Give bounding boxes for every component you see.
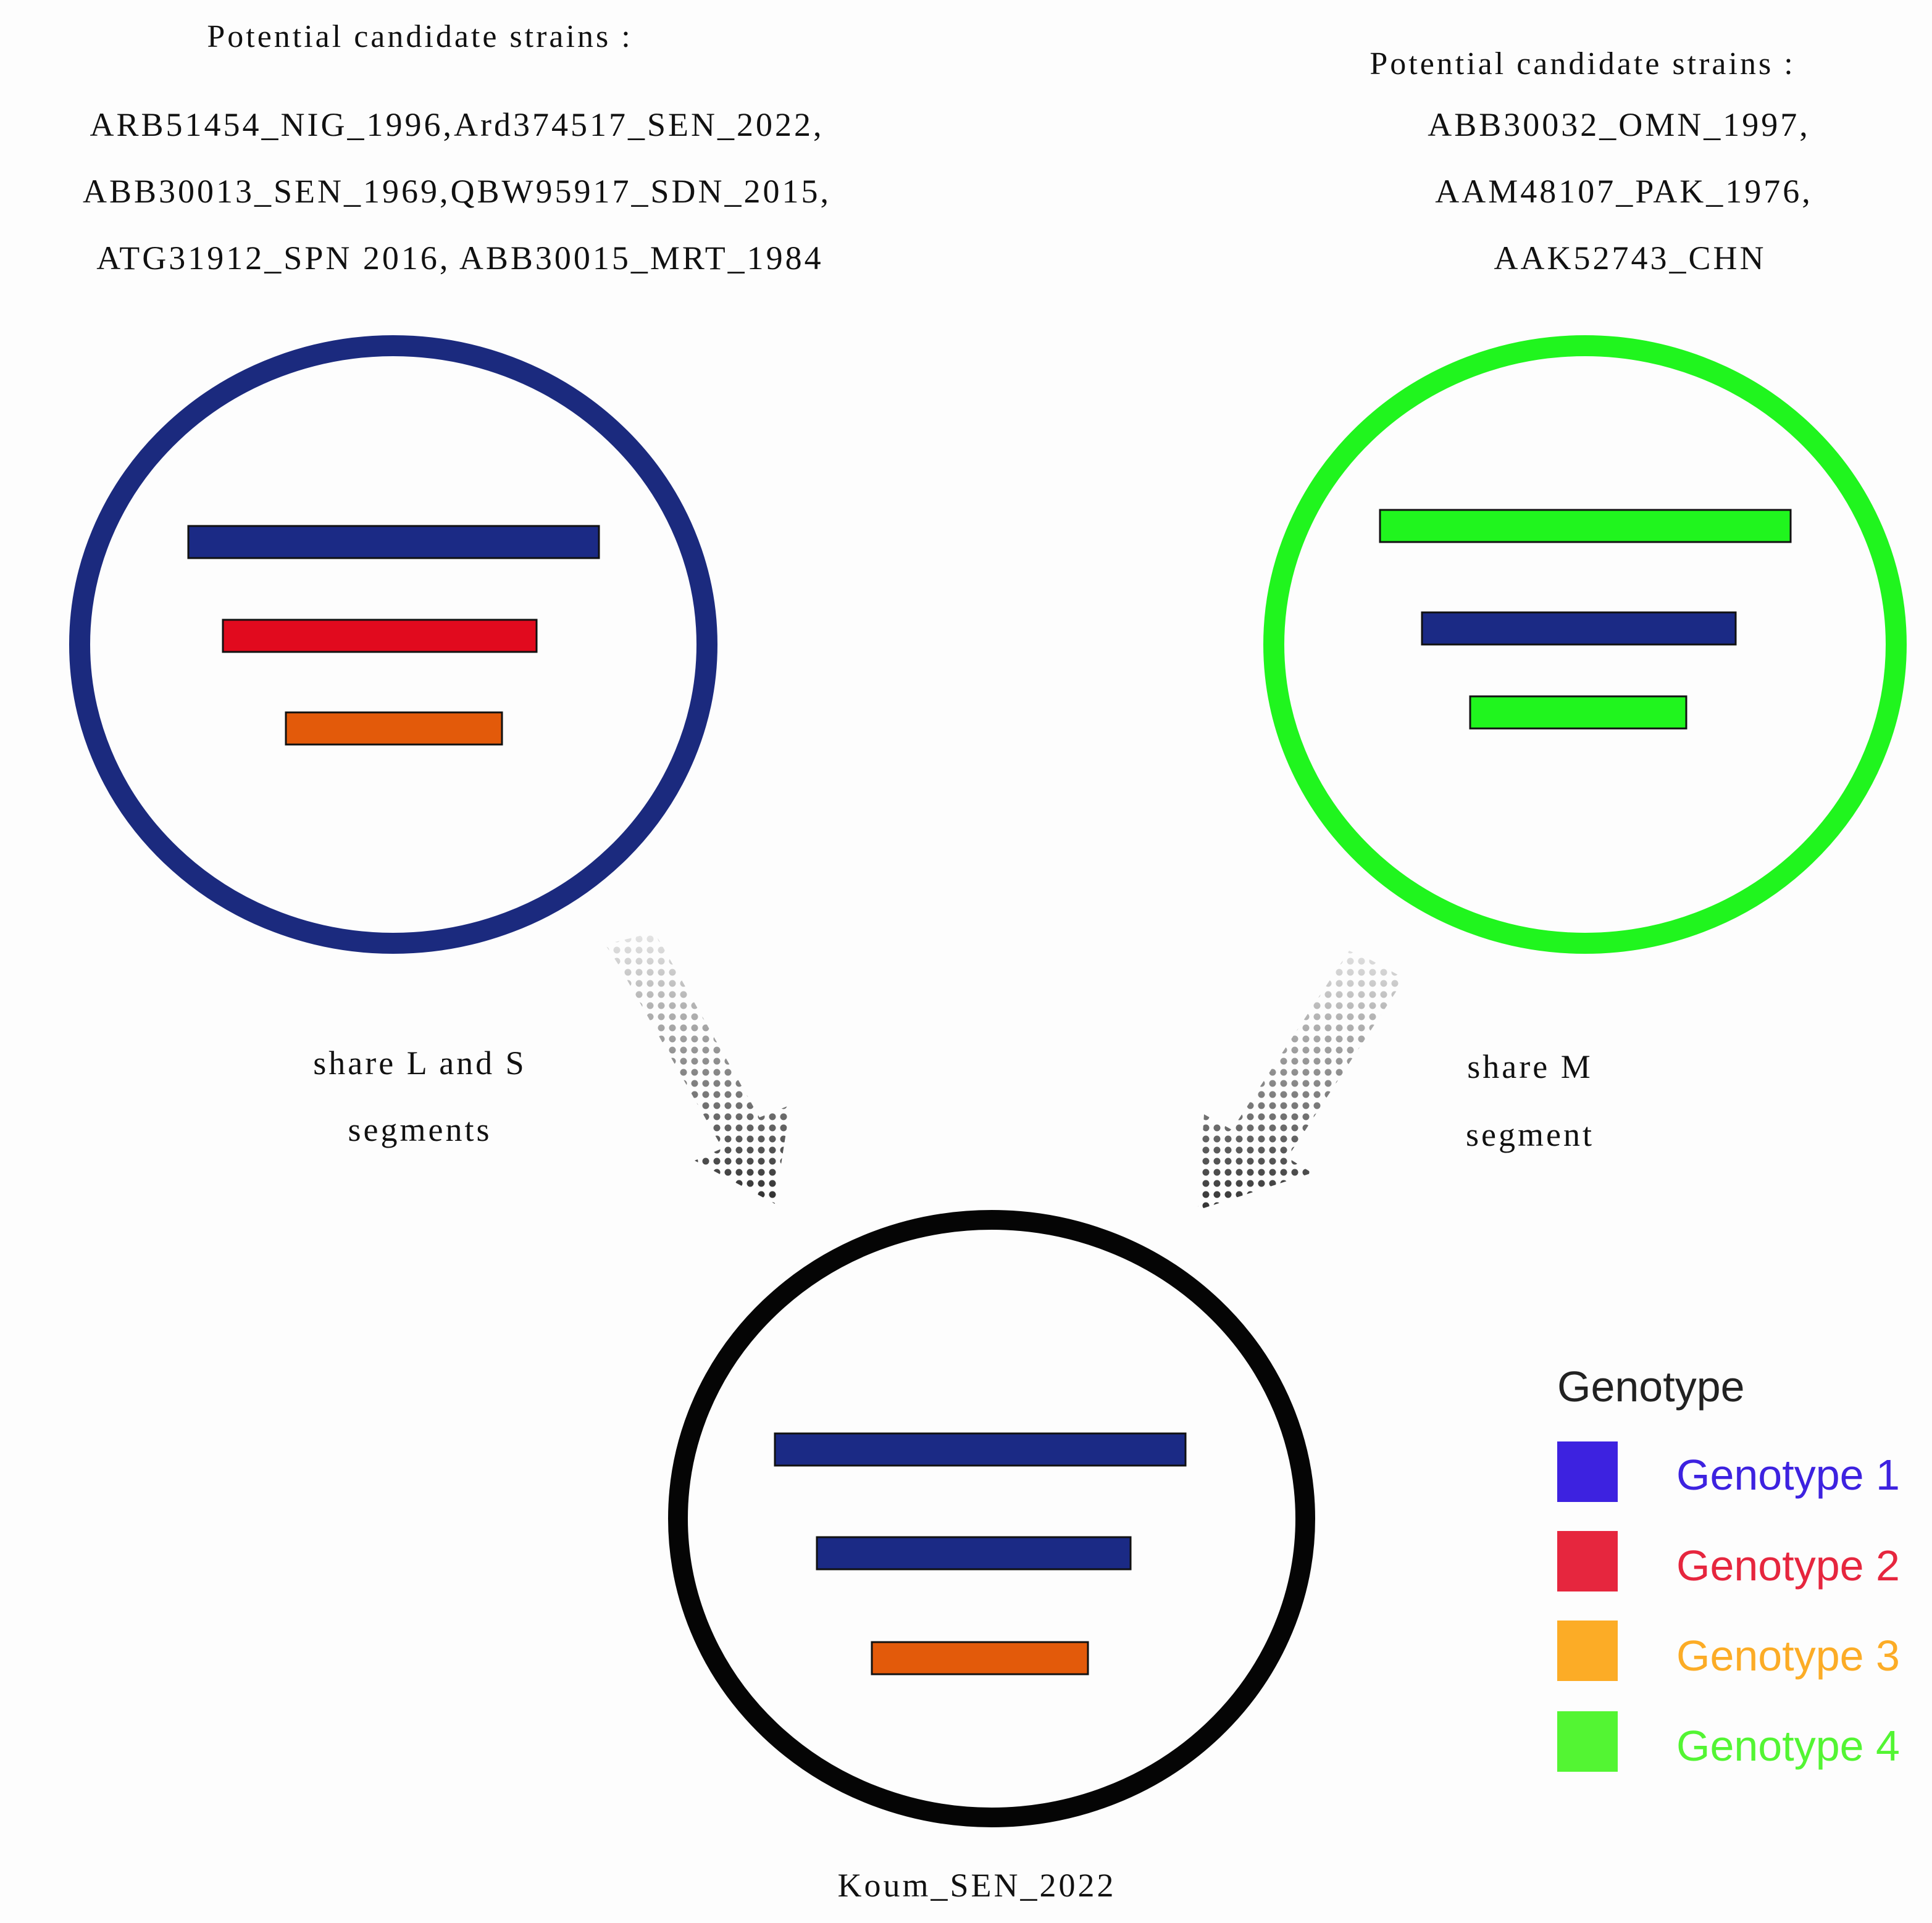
left-strain-line-3: ATG31912_SPN 2016, ABB30015_MRT_1984 <box>96 240 823 277</box>
legend-swatch-genotype-4 <box>1557 1711 1618 1772</box>
legend-label-genotype-4: Genotype 4 <box>1676 1722 1900 1770</box>
left-arrow-label-line-1: share L and S <box>313 1045 526 1082</box>
arrow-left-shape <box>605 932 790 1204</box>
arrow-right-shape <box>1198 951 1405 1210</box>
left-strain-line-1: ARB51454_NIG_1996,Ard374517_SEN_2022, <box>90 106 824 143</box>
right-strain-line-3: AAK52743_CHN <box>1494 240 1766 277</box>
right-segment-s <box>1469 695 1687 730</box>
left-segment-s <box>285 711 503 746</box>
right-strain-line-1: ABB30032_OMN_1997, <box>1428 106 1810 143</box>
result-strain-label: Koum_SEN_2022 <box>837 1867 1116 1904</box>
left-segment-l <box>187 525 600 559</box>
result-strain-group: Koum_SEN_2022 <box>668 1210 1315 1904</box>
right-heading: Potential candidate strains : <box>1370 46 1795 81</box>
right-arrow-label-line-2: segment <box>1466 1116 1594 1153</box>
result-segment-m <box>816 1536 1132 1571</box>
left-arrow-label-line-2: segments <box>348 1111 492 1148</box>
legend-title: Genotype <box>1557 1362 1745 1411</box>
legend-label-genotype-1: Genotype 1 <box>1676 1451 1900 1499</box>
result-segment-s <box>871 1641 1089 1675</box>
right-arrow <box>1198 951 1405 1210</box>
right-strain-line-2: AAM48107_PAK_1976, <box>1435 173 1813 210</box>
legend-label-genotype-3: Genotype 3 <box>1676 1632 1900 1680</box>
right-genome-circle <box>1263 335 1907 954</box>
legend-swatch-genotype-2 <box>1557 1531 1618 1591</box>
genotype-legend: Genotype Genotype 1 Genotype 2 Genotype … <box>1557 1362 1900 1772</box>
left-genome-circle <box>69 335 717 954</box>
right-segment-l <box>1379 509 1792 543</box>
right-segment-m <box>1421 611 1737 646</box>
left-segment-m <box>222 619 538 653</box>
left-strain-line-2: ABB30013_SEN_1969,QBW95917_SDN_2015, <box>83 173 831 210</box>
left-heading: Potential candidate strains : <box>207 19 632 54</box>
result-genome-circle <box>668 1210 1315 1827</box>
right-candidate-group: Potential candidate strains : ABB30032_O… <box>1263 46 1907 954</box>
left-arrow <box>605 932 790 1204</box>
right-arrow-label-line-1: share M <box>1467 1048 1592 1085</box>
legend-swatch-genotype-3 <box>1557 1621 1618 1681</box>
legend-label-genotype-2: Genotype 2 <box>1676 1541 1900 1590</box>
left-candidate-group: Potential candidate strains : ARB51454_N… <box>69 19 831 954</box>
result-segment-l <box>774 1432 1187 1467</box>
legend-swatch-genotype-1 <box>1557 1441 1618 1502</box>
